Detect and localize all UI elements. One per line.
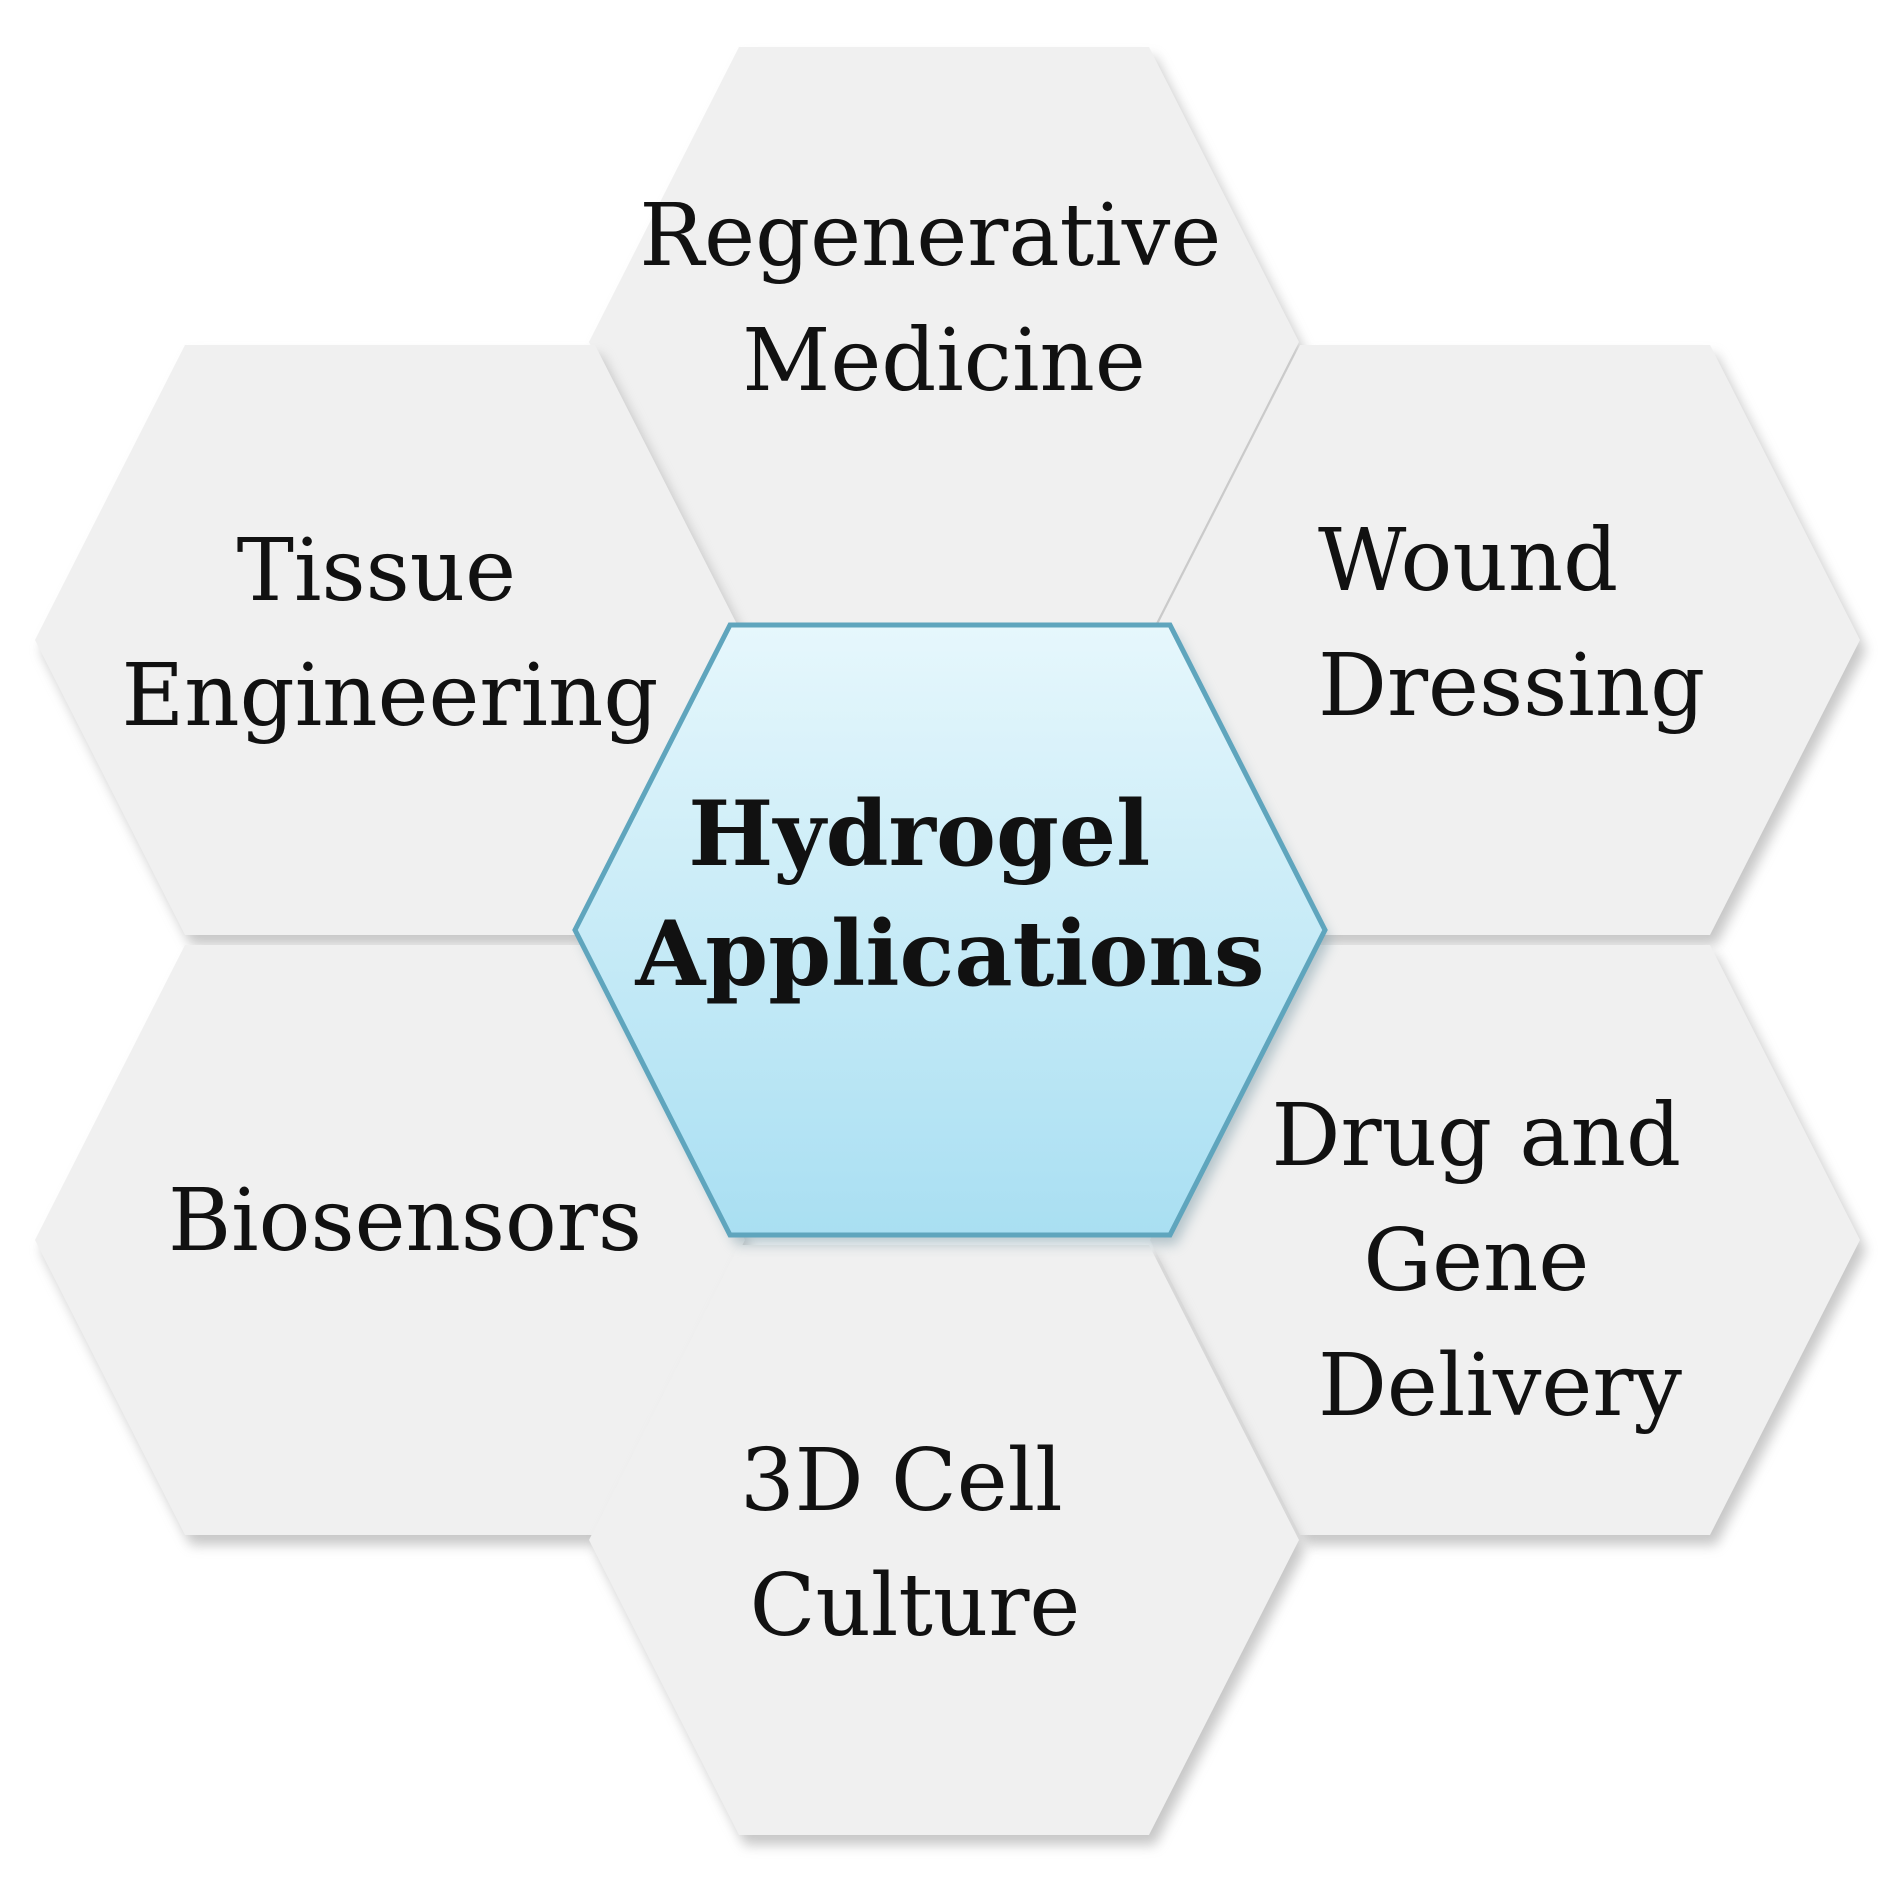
hex-tissue-engineering: Tissue Engineering xyxy=(35,345,751,945)
hex-wound-dressing-shape xyxy=(1150,345,1860,935)
hex-tissue-engineering-shape xyxy=(35,345,745,935)
hex-center-hydrogel-applications: Hydrogel Applications xyxy=(572,622,1331,1245)
hex-biosensors-shape xyxy=(35,945,745,1535)
hex-3d-cell-culture-shape xyxy=(589,1245,1299,1835)
hex-biosensors-label: Biosensors xyxy=(168,1171,642,1271)
hex-regenerative-medicine: Regenerative Medicine xyxy=(589,47,1305,647)
hex-drug-gene-delivery-shape xyxy=(1150,945,1860,1535)
hex-3d-cell-culture: 3D Cell Culture xyxy=(589,1245,1305,1845)
hex-regenerative-medicine-shape xyxy=(589,47,1299,637)
center-label: Hydrogel Applications xyxy=(634,781,1264,1007)
hex-center-shape xyxy=(572,622,1328,1238)
hex-drug-gene-delivery-label: Drug and Gene Delivery xyxy=(1272,1086,1709,1436)
hex-tissue-engineering-label: Tissue Engineering xyxy=(122,521,659,746)
hex-regenerative-medicine-label: Regenerative Medicine xyxy=(639,186,1248,411)
hex-wound-dressing-label: Wound Dressing xyxy=(1318,511,1705,736)
hex-3d-cell-culture-label: 3D Cell Culture xyxy=(740,1431,1090,1656)
hex-wound-dressing: Wound Dressing xyxy=(1150,345,1866,945)
hex-drug-gene-delivery: Drug and Gene Delivery xyxy=(1150,945,1866,1545)
hex-biosensors: Biosensors xyxy=(35,945,751,1545)
